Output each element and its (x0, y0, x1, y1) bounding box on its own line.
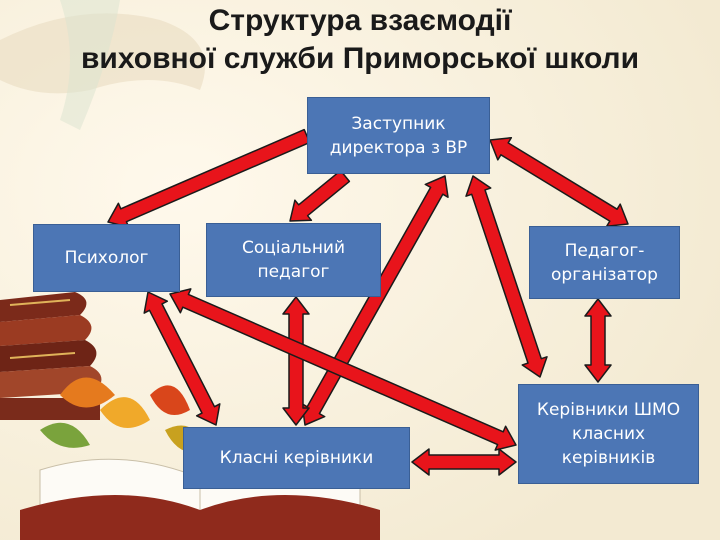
node-class-teachers-label: Класні керівники (219, 448, 374, 468)
arrow-deputy-to-psychologist (107, 128, 311, 228)
node-mo-heads: Керівники ШМО класних керівників (518, 384, 699, 484)
arrow-organizer-to-mo-heads (584, 298, 612, 383)
node-deputy-director: Заступник директора з ВР (307, 97, 490, 174)
node-psychologist-label: Психолог (64, 248, 149, 268)
node-psychologist: Психолог (33, 224, 180, 292)
arrow-class-teachers-to-mo-heads (411, 448, 517, 476)
node-mo-heads-label: Керівники ШМО класних керівників (536, 400, 681, 468)
node-pedagogue-organizer-label: Педагог-організатор (551, 240, 658, 285)
arrow-deputy-to-social-pedagogue (289, 169, 351, 222)
arrow-psychologist-to-mo-heads (169, 288, 517, 451)
arrow-psychologist-to-class-teachers (143, 291, 221, 426)
arrow-social-to-class-teachers (282, 296, 310, 426)
node-social-pedagogue-label: Соціальний педагог (241, 238, 346, 282)
arrow-deputy-to-mo-heads (465, 175, 548, 378)
page-title: Структура взаємодії виховної служби Прим… (0, 2, 720, 78)
node-class-teachers: Класні керівники (183, 427, 410, 489)
node-social-pedagogue: Соціальний педагог (206, 223, 381, 297)
arrow-deputy-to-organizer (489, 136, 629, 228)
title-line-1: Структура взаємодії (208, 4, 512, 37)
node-pedagogue-organizer: Педагог-організатор (529, 226, 680, 299)
node-deputy-director-label: Заступник директора з ВР (329, 113, 468, 158)
title-line-2: виховної служби Приморської школи (80, 42, 640, 75)
